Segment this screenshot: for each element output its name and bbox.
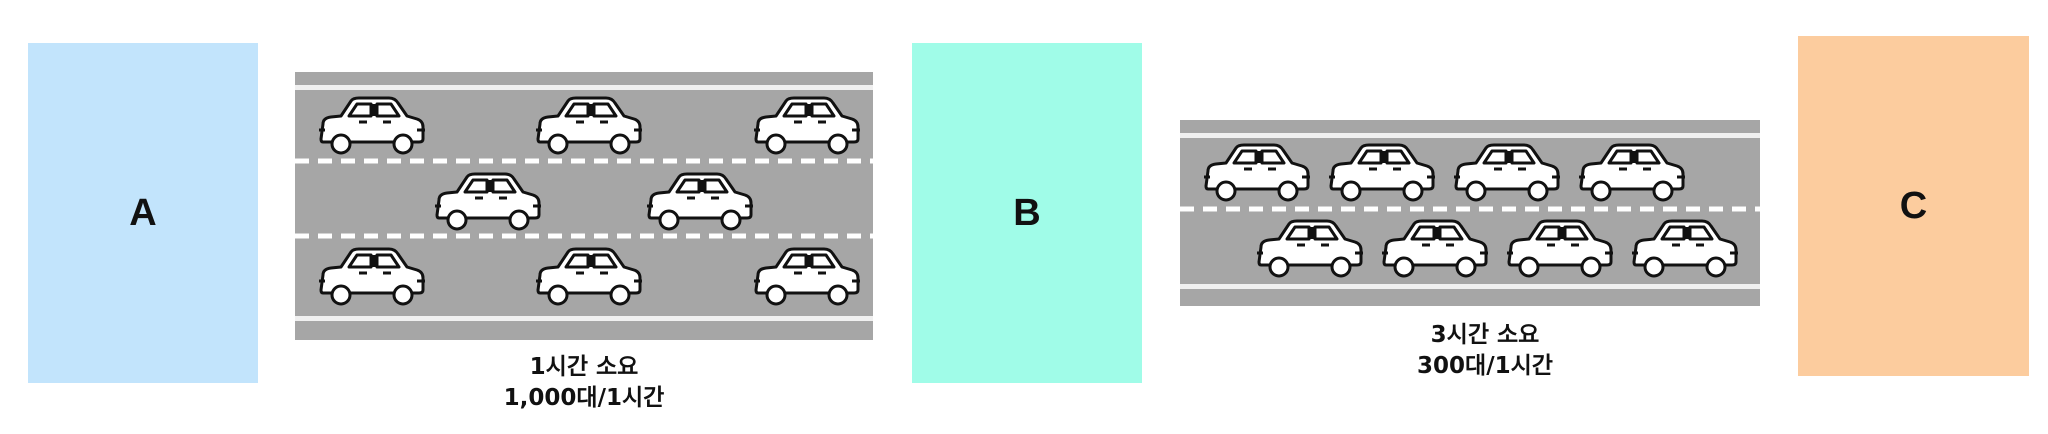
road-edge-line-top (1180, 133, 1760, 138)
car-icon (536, 96, 642, 155)
location-c-label: C (1899, 184, 1928, 227)
car-icon (754, 247, 860, 306)
car-icon (647, 172, 753, 231)
car-icon (754, 96, 860, 155)
car-icon (1454, 143, 1560, 202)
road-edge-line-bottom (295, 316, 873, 321)
car-icon (536, 247, 642, 306)
car-icon (1329, 143, 1435, 202)
road-edge-line-bottom (1180, 284, 1760, 289)
throughput-text: 300대/1시간 (1417, 353, 1553, 379)
throughput-text: 1,000대/1시간 (503, 385, 665, 411)
road-b-to-c (1180, 120, 1760, 306)
location-b-label: B (1013, 191, 1041, 234)
car-icon (1632, 219, 1738, 278)
road-a-to-b-caption: 1시간 소요 1,000대/1시간 (434, 352, 734, 414)
car-icon (1257, 219, 1363, 278)
car-icon (1382, 219, 1488, 278)
road-a-to-b-graphic (295, 72, 873, 340)
road-b-to-c-graphic (1180, 120, 1760, 306)
car-icon (319, 96, 425, 155)
location-a-label: A (129, 191, 157, 234)
location-a-box: A (28, 43, 258, 383)
car-icon (1507, 219, 1613, 278)
road-edge-line-top (295, 85, 873, 90)
travel-time-text: 1시간 소요 (529, 354, 639, 380)
car-icon (435, 172, 541, 231)
location-b-box: B (912, 43, 1142, 383)
travel-time-text: 3시간 소요 (1430, 322, 1540, 348)
road-a-to-b (295, 72, 873, 340)
car-icon (319, 247, 425, 306)
car-icon (1204, 143, 1310, 202)
car-icon (1579, 143, 1685, 202)
location-c-box: C (1798, 36, 2029, 376)
road-b-to-c-caption: 3시간 소요 300대/1시간 (1335, 320, 1635, 382)
